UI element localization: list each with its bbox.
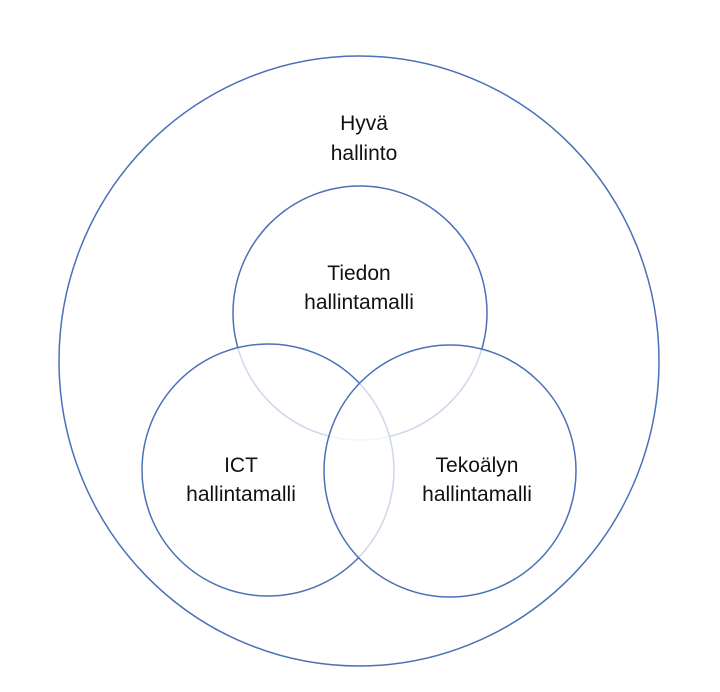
right-label-line2: hallintamalli	[422, 483, 532, 506]
outer-label-line2: hallinto	[331, 142, 398, 165]
top-label-line1: Tiedon	[327, 262, 390, 285]
outer-circle-good-governance	[58, 55, 660, 667]
outer-label-line1: Hyvä	[340, 112, 388, 135]
left-label-line1: ICT	[224, 454, 258, 477]
left-label-line2: hallintamalli	[186, 483, 296, 506]
right-label-line1: Tekoälyn	[436, 454, 519, 477]
top-label-line2: hallintamalli	[304, 291, 414, 314]
circle-ai-governance	[323, 344, 577, 598]
